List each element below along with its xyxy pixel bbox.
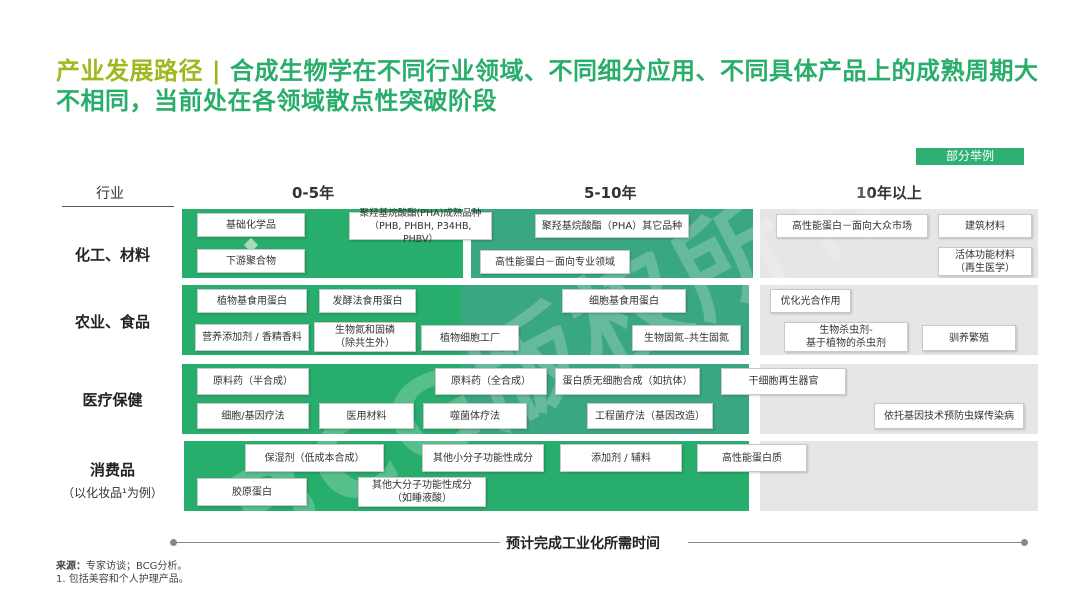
title-rest: 合成生物学在不同行业领域、不同细分应用、不同具体产品上的成熟周期大不相同，当前处…: [56, 57, 1039, 115]
item-hp-protein-pro: 高性能蛋白－面向专业领域: [480, 250, 630, 274]
axis-end-dot: [1021, 539, 1028, 546]
item-nutrition-additives: 营养添加剂 / 香精香料: [195, 324, 309, 351]
item-photosynthesis: 优化光合作用: [770, 289, 851, 313]
footer-note: 1. 包括美容和个人护理产品。: [56, 574, 189, 585]
item-pha-mature: 聚羟基烷酸酯(PHA)成熟品种 （PHB, PHBH, P34HB, PHBV）: [349, 208, 492, 245]
footer-source-label: 来源：: [56, 561, 86, 572]
item-symbiotic-nitrogen: 生物固氮–共生固氮: [632, 325, 741, 351]
header-divider: [62, 206, 174, 207]
item-bio-pesticide: 生物杀虫剂- 基于植物的杀虫剂: [784, 322, 908, 352]
item-moisturizer: 保湿剂（低成本合成）: [245, 444, 384, 472]
header-industry: 行业: [96, 186, 124, 202]
item-hp-protein-mass: 高性能蛋白－面向大众市场: [776, 214, 928, 238]
item-engineered-bacteria: 工程菌疗法（基因改造）: [587, 403, 713, 429]
item-medical-materials: 医用材料: [319, 403, 414, 429]
item-small-molecules: 其他小分子功能性成分: [422, 444, 544, 472]
item-fermented-protein: 发酵法食用蛋白: [319, 289, 416, 313]
item-plant-cell-factory: 植物细胞工厂: [421, 325, 519, 351]
item-cell-gene-therapy: 细胞/基因疗法: [197, 403, 309, 429]
axis-start-dot: [170, 539, 177, 546]
item-building-materials: 建筑材料: [938, 214, 1032, 238]
item-macromolecules: 其他大分子功能性成分 （如睡液酸）: [358, 477, 486, 507]
item-domestic-breeding: 驯养繁殖: [922, 325, 1016, 351]
row-label-consumer: 消费品 （以化妆品¹为例）: [40, 459, 185, 501]
header-0-5-years: 0-5年: [292, 184, 335, 202]
header-5-10-years: 5-10年: [584, 184, 637, 202]
title-lead: 产业发展路径 |: [56, 57, 230, 85]
item-living-materials: 活体功能材料 （再生医学）: [938, 247, 1032, 276]
item-hp-protein: 高性能蛋白质: [697, 444, 807, 472]
footer-source-text: 专家访谈；BCG分析。: [86, 561, 188, 572]
item-api-semi: 原料药（半合成）: [197, 368, 309, 395]
axis-line-left: [174, 542, 501, 543]
item-cell-protein: 细胞基食用蛋白: [562, 289, 686, 313]
item-cell-free-protein: 蛋白质无细胞合成（如抗体）: [555, 368, 700, 395]
item-vector-disease: 依托基因技术预防虫媒传染病: [874, 403, 1024, 429]
axis-line-right: [688, 542, 1024, 543]
item-bio-nitrogen: 生物氮和固磷 （除共生外）: [314, 322, 416, 352]
item-plant-protein: 植物基食用蛋白: [197, 289, 307, 313]
page-title: 产业发展路径 | 合成生物学在不同行业领域、不同细分应用、不同具体产品上的成熟周…: [56, 56, 1056, 116]
item-stem-cell-organ: 干细胞再生器官: [721, 368, 846, 395]
row-label-consumer-sub: （以化妆品¹为例）: [62, 486, 163, 500]
item-phage-therapy: 噬菌体疗法: [423, 403, 527, 429]
row-label-consumer-main: 消费品: [89, 461, 135, 479]
row-label-medical: 医疗保健: [82, 391, 143, 409]
item-basic-chemicals: 基础化学品: [197, 213, 305, 237]
item-collagen: 胶原蛋白: [197, 478, 307, 506]
footer-source: 来源：专家访谈；BCG分析。: [56, 557, 187, 572]
header-10-plus-years: 10年以上: [856, 184, 922, 202]
row-label-agri: 农业、食品: [74, 313, 150, 331]
example-tag: 部分举例: [916, 148, 1024, 165]
axis-label: 预计完成工业化所需时间: [500, 533, 666, 553]
item-pha-other: 聚羟基烷酸酯（PHA）其它品种: [535, 214, 689, 238]
item-additives: 添加剂 / 辅料: [560, 444, 682, 472]
item-downstream-polymers: 下游聚合物: [197, 249, 305, 273]
item-api-full: 原料药（全合成）: [435, 368, 547, 395]
row-label-chemical: 化工、材料: [74, 246, 150, 264]
